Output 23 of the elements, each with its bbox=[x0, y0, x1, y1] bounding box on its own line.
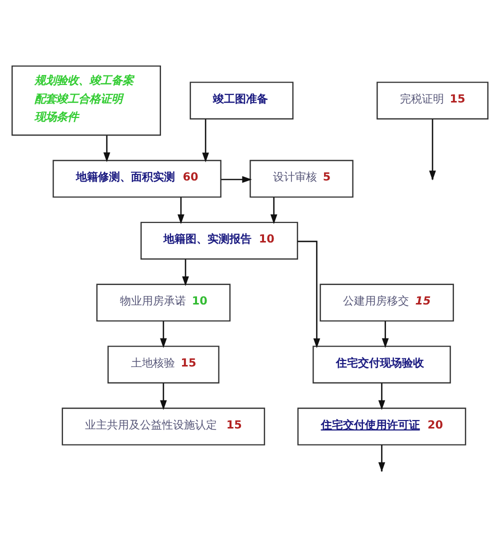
arrow bbox=[202, 118, 209, 162]
node-box: 地籍图、实测报告 10 bbox=[140, 221, 298, 260]
node-box: 土地核验 15 bbox=[107, 345, 220, 383]
arrow bbox=[221, 176, 252, 182]
node-box: 设计审核 5 bbox=[250, 159, 354, 198]
arrow bbox=[298, 240, 320, 348]
node-box: 地籍修测、面积实测 60 bbox=[52, 159, 222, 198]
node-box: 住宅交付现场验收 bbox=[312, 345, 451, 383]
arrow bbox=[160, 320, 167, 348]
node-box: 住宅交付使用许可证 20 bbox=[297, 407, 466, 445]
node-box: 规划验收、竣工备案 配套竣工合格证明 现场条件 bbox=[12, 64, 161, 136]
arrow bbox=[378, 382, 386, 410]
node-box: 竣工图准备 bbox=[190, 81, 294, 119]
node-box: 物业用房承诺 10 bbox=[96, 283, 231, 322]
arrow bbox=[182, 258, 189, 286]
node-box: 公建用房移交 15 bbox=[320, 283, 454, 322]
arrow bbox=[270, 196, 278, 224]
arrow bbox=[160, 382, 167, 410]
node-box: 完税证明 15 bbox=[376, 81, 488, 119]
node-box: 业主共用及公益性设施认定 15 bbox=[62, 407, 266, 445]
arrow bbox=[178, 196, 184, 224]
arrow bbox=[103, 135, 110, 162]
arrow bbox=[382, 320, 389, 348]
